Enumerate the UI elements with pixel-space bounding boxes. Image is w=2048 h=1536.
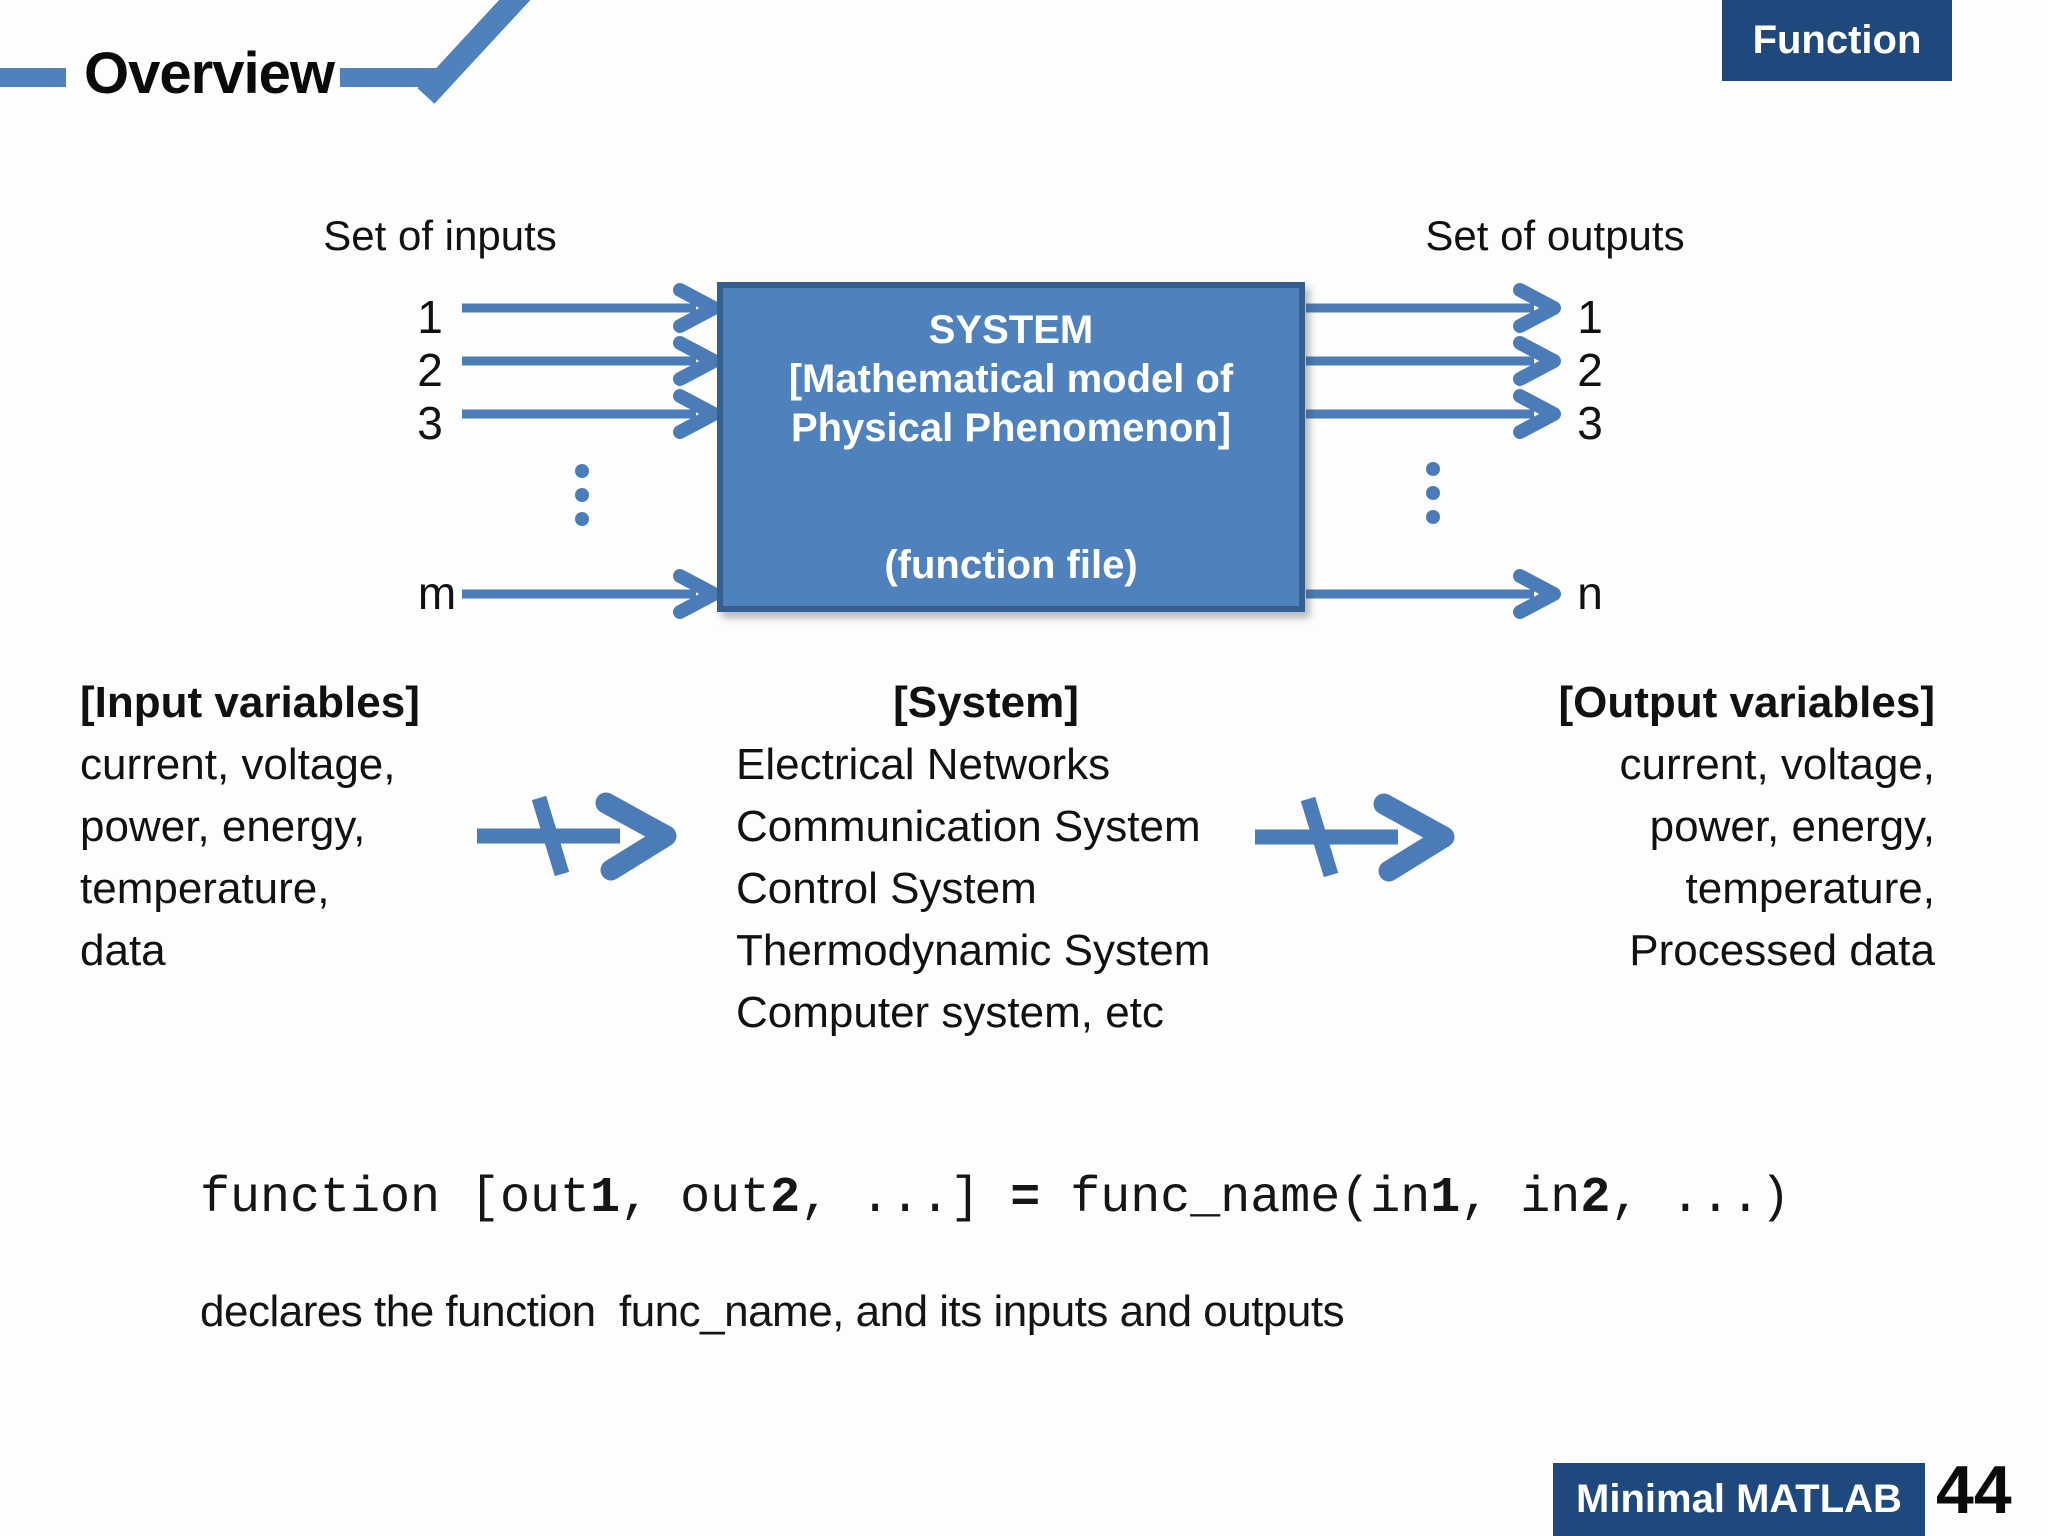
- input-port-2: 2: [417, 344, 443, 396]
- minimal-matlab-badge: Minimal MATLAB: [1553, 1463, 1925, 1536]
- input-arrows: [462, 283, 721, 619]
- list-item: Processed data: [1629, 926, 1935, 975]
- input-port-3: 3: [417, 397, 443, 449]
- page-number: 44: [1936, 1452, 2012, 1528]
- system-box-line: SYSTEM: [928, 308, 1094, 352]
- output-ellipsis-dots: [1426, 462, 1440, 524]
- function-syntax-code: function [out1, out2, ...] = func_name(i…: [200, 1170, 1791, 1227]
- input-port-m: m: [417, 567, 457, 619]
- list-item: current, voltage,: [80, 740, 396, 789]
- list-item: current, voltage,: [1619, 740, 1936, 789]
- list-item: power, energy,: [1649, 802, 1935, 851]
- list-item: temperature,: [80, 864, 330, 913]
- input-port-1: 1: [417, 291, 443, 343]
- list-item: Thermodynamic System: [736, 926, 1211, 975]
- function-badge: Function: [1722, 0, 1952, 81]
- system-box-line: (function file): [884, 543, 1138, 587]
- system-title: [System]: [893, 678, 1079, 727]
- system-box: SYSTEM [Mathematical model of Physical P…: [717, 282, 1305, 612]
- input-variables-title: [Input variables]: [80, 678, 420, 727]
- output-port-1: 1: [1577, 291, 1603, 343]
- set-of-inputs-label: Set of inputs: [323, 212, 557, 259]
- system-box-line: [Mathematical model of: [788, 357, 1234, 401]
- output-variables-title: [Output variables]: [1558, 678, 1936, 727]
- list-item: Communication System: [736, 802, 1201, 851]
- set-of-outputs-label: Set of outputs: [1425, 212, 1685, 259]
- list-item: temperature,: [1685, 864, 1935, 913]
- input-variables-column: [Input variables] current, voltage, powe…: [80, 672, 640, 982]
- output-variables-column: [Output variables] current, voltage, pow…: [1415, 672, 1936, 982]
- system-box-line: Physical Phenomenon]: [790, 406, 1232, 450]
- list-item: Control System: [736, 864, 1037, 913]
- output-port-3: 3: [1577, 397, 1603, 449]
- list-item: data: [80, 926, 166, 975]
- system-column: [System] Electrical Networks Communicati…: [736, 672, 1236, 1044]
- list-item: Computer system, etc: [736, 988, 1164, 1037]
- input-ellipsis-dots: [575, 464, 589, 526]
- list-item: power, energy,: [80, 802, 366, 851]
- output-port-n: n: [1577, 567, 1603, 619]
- output-arrows: [1306, 283, 1561, 619]
- list-item: Electrical Networks: [736, 740, 1111, 789]
- output-port-2: 2: [1577, 344, 1603, 396]
- page-title: Overview: [84, 41, 335, 106]
- function-syntax-description: declares the function func_name, and its…: [200, 1287, 1345, 1336]
